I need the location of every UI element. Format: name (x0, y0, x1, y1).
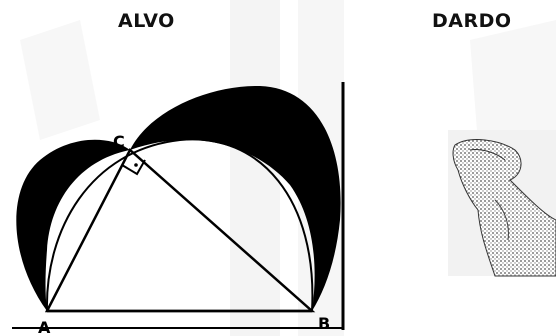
point-label-c: C (113, 132, 125, 151)
point-label-a: A (38, 318, 51, 336)
dart-title: DARDO (432, 10, 512, 32)
big-semicircle-arc (45, 138, 314, 312)
finger-detail (469, 149, 506, 161)
hand-shape (452, 139, 556, 277)
right-angle-marker (121, 159, 146, 176)
right-angle-dot (134, 163, 138, 167)
left-lune (16, 139, 131, 311)
thumb-detail (494, 199, 509, 241)
point-label-b: B (318, 314, 330, 333)
right-lune (130, 85, 341, 312)
target-title: ALVO (118, 10, 175, 32)
